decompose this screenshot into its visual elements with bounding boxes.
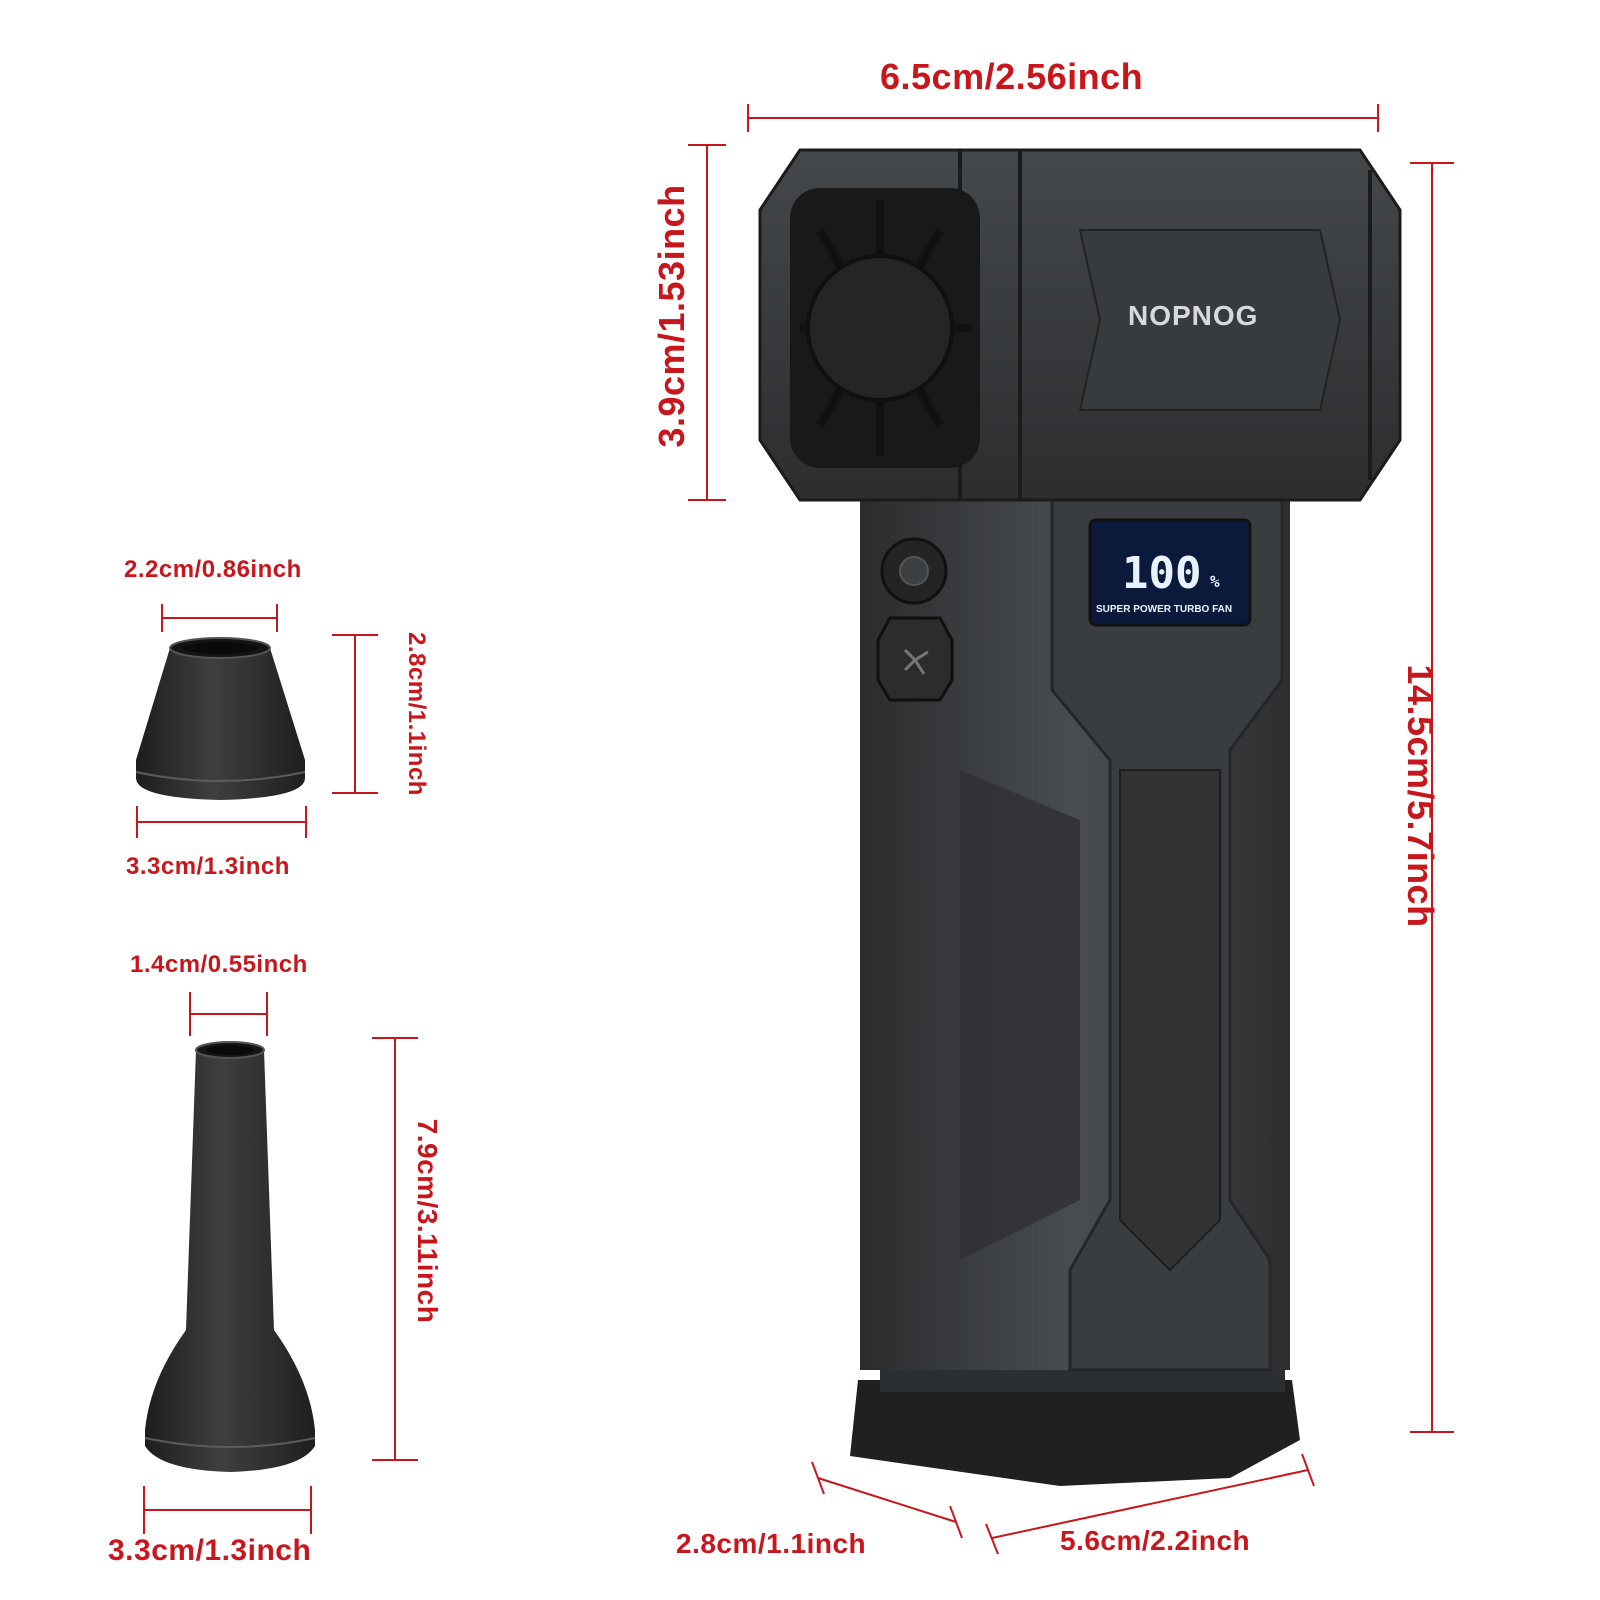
- display-caption: SUPER POWER TURBO FAN: [1096, 604, 1233, 615]
- dimension-body-width: 6.5cm/2.56inch: [880, 56, 1144, 97]
- dimension-short-nozzle-bottom: 3.3cm/1.3inch: [126, 853, 290, 880]
- dimension-head-height: 3.9cm/1.53inch: [651, 184, 692, 448]
- dimension-base-width: 5.6cm/2.2inch: [1060, 1525, 1251, 1556]
- long-nozzle: [144, 1041, 316, 1472]
- dimension-short-nozzle-top: 2.2cm/0.86inch: [124, 556, 302, 583]
- dimension-total-height: 14.5cm/5.7inch: [1400, 664, 1441, 928]
- display-value: 100: [1122, 548, 1202, 599]
- display-unit: %: [1210, 572, 1220, 591]
- short-nozzle: [135, 637, 306, 800]
- dimension-long-nozzle-top: 1.4cm/0.55inch: [130, 951, 308, 978]
- dimension-short-nozzle-height: 2.8cm/1.1inch: [403, 632, 430, 796]
- brand-logo: NOPNOG: [1128, 300, 1259, 331]
- dimension-lines: [136, 104, 1454, 1555]
- blower-device: [758, 148, 1402, 1486]
- dimension-long-nozzle-height: 7.9cm/3.11inch: [412, 1118, 443, 1324]
- dimension-base-depth: 2.8cm/1.1inch: [676, 1528, 867, 1559]
- dimension-long-nozzle-bottom: 3.3cm/1.3inch: [108, 1534, 312, 1567]
